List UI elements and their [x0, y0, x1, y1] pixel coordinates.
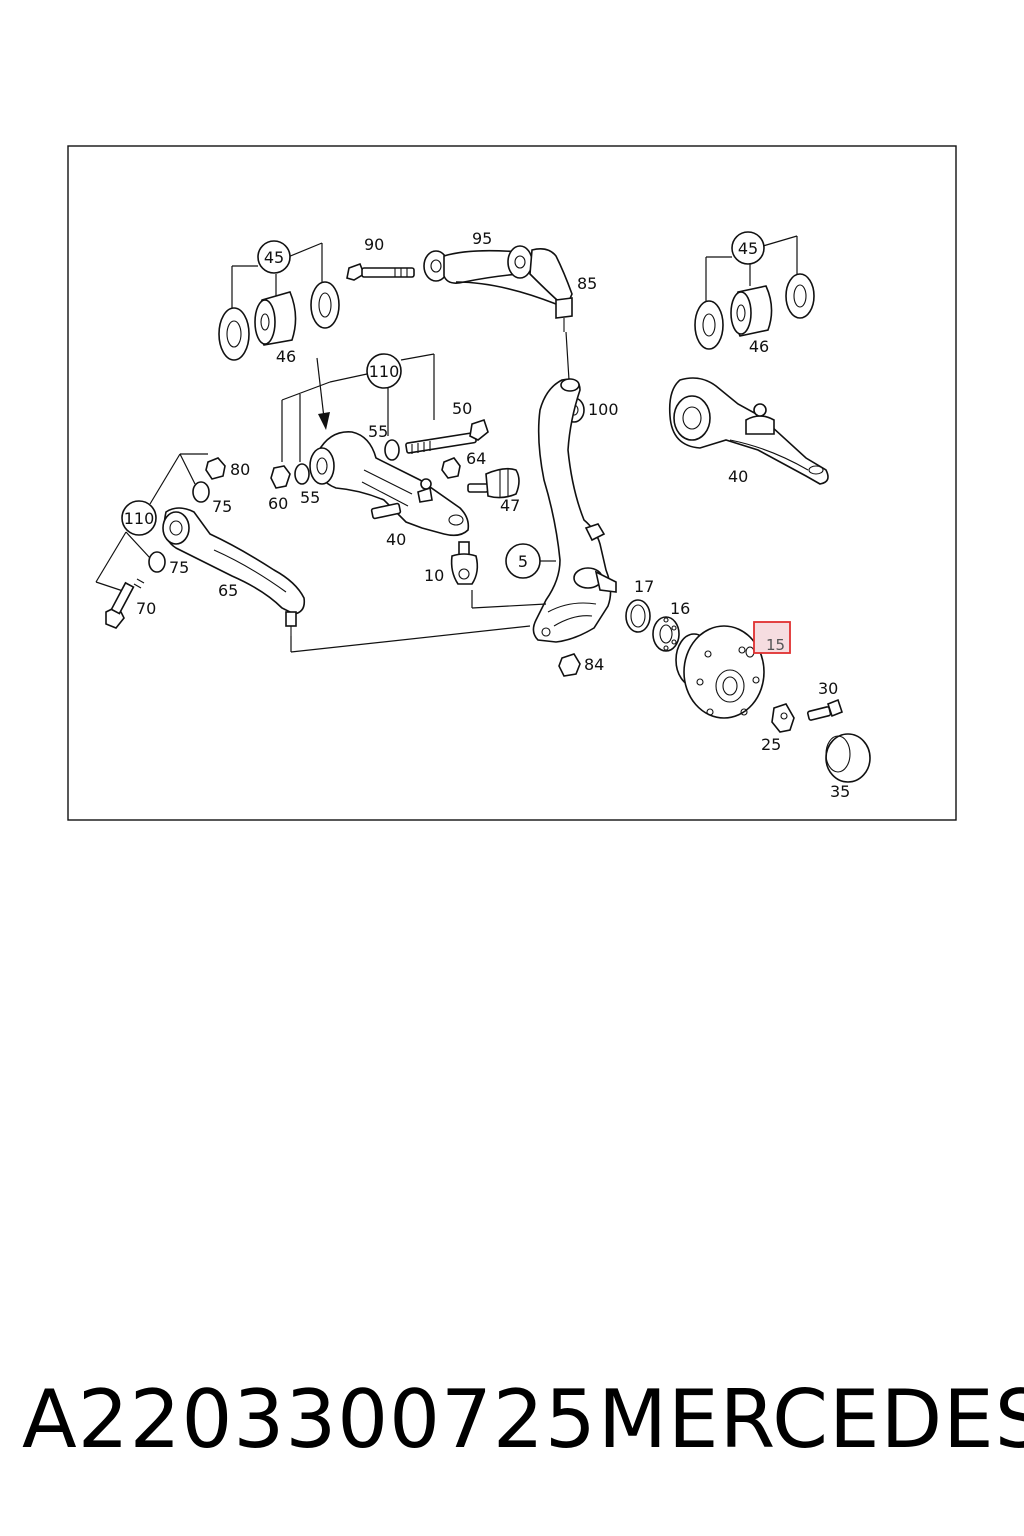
- nut-60: [270, 465, 291, 489]
- callout-110-lower: [121, 500, 157, 536]
- label-55-upper: 55: [368, 422, 388, 441]
- product-footer: A2203300725 MERCEDES: [0, 1360, 1024, 1480]
- washer-75-lower: [148, 551, 166, 573]
- ball-joint-10: [450, 541, 479, 585]
- callout-45-left: [257, 240, 291, 274]
- brand-name: MERCEDES: [598, 1373, 1024, 1466]
- wheel-bearing-16: [652, 616, 680, 652]
- label-5: 5: [518, 552, 528, 571]
- upper-control-arm-85: [423, 245, 573, 332]
- label-40-left: 40: [386, 530, 406, 549]
- label-45-right: 45: [738, 239, 758, 258]
- label-35: 35: [830, 782, 850, 801]
- label-55-lower: 55: [300, 488, 320, 507]
- tension-strut-40-left: [309, 431, 470, 537]
- label-30: 30: [818, 679, 838, 698]
- label-90: 90: [364, 235, 384, 254]
- lower-control-arm-40-right: [668, 377, 829, 485]
- label-84: 84: [584, 655, 604, 674]
- label-46-right: 46: [749, 337, 769, 356]
- nut-64: [441, 457, 461, 479]
- label-110-lower: 110: [124, 509, 155, 528]
- label-85: 85: [577, 274, 597, 293]
- callout-110-upper: [366, 353, 402, 389]
- label-46-left: 46: [276, 347, 296, 366]
- bushing-set-right: [694, 235, 815, 350]
- bolt-70: [105, 578, 145, 629]
- label-50: 50: [452, 399, 472, 418]
- washer-55-upper: [384, 439, 400, 461]
- callout-45-right: [731, 231, 765, 265]
- label-60: 60: [268, 494, 288, 513]
- label-65: 65: [218, 581, 238, 600]
- label-10: 10: [424, 566, 444, 585]
- washer-55-lower: [294, 463, 310, 485]
- clip-25: [771, 703, 795, 733]
- screw-30: [806, 698, 843, 721]
- highlight-box-15: [753, 621, 791, 654]
- nut-80: [205, 457, 226, 480]
- direction-arrow: [316, 357, 330, 430]
- label-17: 17: [634, 577, 654, 596]
- steering-knuckle-5: [532, 378, 617, 643]
- diagram-frame: [67, 145, 957, 821]
- part-number: A2203300725: [22, 1373, 597, 1466]
- label-100: 100: [588, 400, 619, 419]
- label-45-left: 45: [264, 248, 284, 267]
- label-25: 25: [761, 735, 781, 754]
- washer-75-upper: [192, 481, 210, 503]
- label-110-upper: 110: [369, 362, 400, 381]
- label-75-upper: 75: [212, 497, 232, 516]
- ball-joint-47: [467, 467, 520, 499]
- label-40-right: 40: [728, 467, 748, 486]
- label-70: 70: [136, 599, 156, 618]
- label-95: 95: [472, 229, 492, 248]
- bolt-90: [346, 262, 415, 281]
- label-16: 16: [670, 599, 690, 618]
- label-64: 64: [466, 449, 486, 468]
- label-80: 80: [230, 460, 250, 479]
- nut-84: [558, 653, 581, 677]
- label-47: 47: [500, 496, 520, 515]
- bushing-set-left: [218, 242, 340, 361]
- label-75-lower: 75: [169, 558, 189, 577]
- label-15: 15: [766, 636, 785, 654]
- hub-cap-35: [825, 733, 871, 783]
- seal-ring-17: [625, 599, 651, 633]
- control-arm-65: [162, 507, 306, 636]
- leader-110-upper: [281, 353, 435, 462]
- parts-diagram: 45 46 90 95 85 45: [67, 145, 957, 821]
- bolt-50: [405, 418, 489, 454]
- wheel-hub-15: [675, 625, 765, 719]
